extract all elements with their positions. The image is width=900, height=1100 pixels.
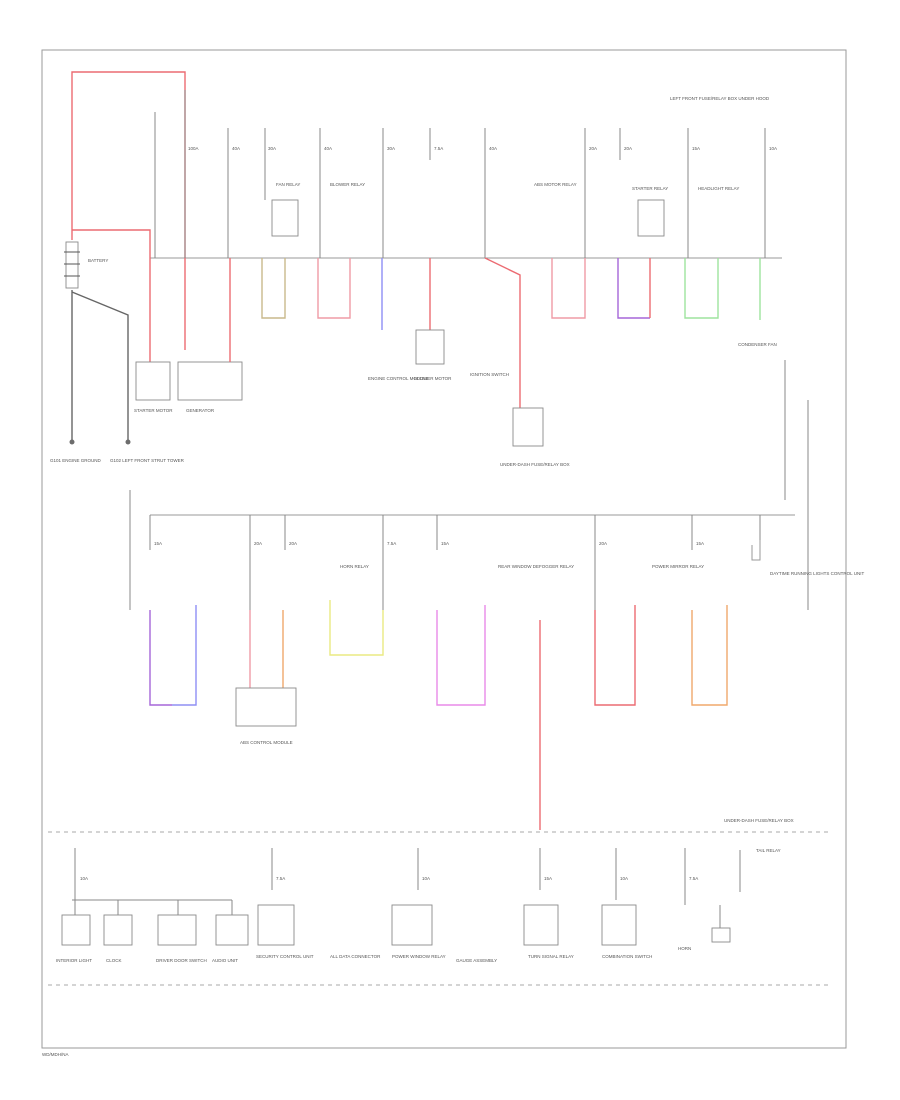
bottom-component-label: TURN SIGNAL RELAY — [528, 954, 574, 959]
bottom-component-label: ALL DATA CONNECTOR — [330, 954, 381, 959]
bottom-component-label: POWER WINDOW RELAY — [392, 954, 446, 959]
fuse-label: 7.5A — [689, 876, 698, 881]
fuse-label: 20A — [289, 541, 297, 546]
bottom-section-heading: UNDER-DASH FUSE/RELAY BOX — [724, 818, 794, 823]
green-loop-wire — [684, 258, 719, 319]
component-label: BLOWER MOTOR — [414, 376, 452, 381]
ground-g101-symbol — [69, 439, 75, 445]
fuse-label: 7.5A — [276, 876, 285, 881]
diagram-frame — [41, 49, 847, 1049]
bottom-component-label: HORN — [678, 946, 691, 951]
starter-motor-label: STARTER MOTOR — [134, 408, 173, 413]
middle-fuse-labels: 15A 20A 20A 7.5A 15A 20A 15A — [154, 541, 704, 546]
starter-motor-box — [135, 361, 171, 401]
ignition-switch-box — [512, 407, 544, 447]
red-u-wire — [594, 605, 636, 706]
fuse-label: 30A — [268, 146, 276, 151]
violet-loop-wire — [617, 258, 650, 319]
middle-fuse-drops — [129, 360, 809, 650]
bottom-component-label: TAIL RELAY — [756, 848, 781, 853]
component-label: CONDENSER FAN — [738, 342, 777, 347]
fuse-label: 20A — [254, 541, 262, 546]
bottom-component-label: CLOCK — [106, 958, 122, 963]
footer-code: WD/MDH/NA — [42, 1052, 69, 1057]
ground-g102-label: G102 LEFT FRONT STRUT TOWER — [110, 458, 185, 463]
relay-label: STARTER RELAY — [632, 186, 668, 191]
tan-loop-wire — [261, 258, 286, 319]
yellow-u-wire — [329, 600, 384, 656]
ground-cable-strut — [71, 291, 129, 440]
top-fuse-drops — [154, 90, 766, 258]
fuse-label: 30A — [387, 146, 395, 151]
middle-label: ABS CONTROL MODULE — [240, 740, 293, 745]
component-label: UNDER-DASH FUSE/RELAY BOX — [500, 462, 570, 467]
ground-g101-label: G101 ENGINE GROUND — [50, 458, 102, 463]
abs-control-module-box — [235, 687, 297, 727]
violet-u-wire — [149, 610, 172, 706]
middle-label: HORN RELAY — [340, 564, 369, 569]
fuse-label: 40A — [324, 146, 332, 151]
bottom-component-label: INTERIOR LIGHT — [56, 958, 92, 963]
middle-label: REAR WINDOW DEFOGGER RELAY — [498, 564, 574, 569]
fuse-label: 10A — [80, 876, 88, 881]
fuse-label: 15A — [441, 541, 449, 546]
fuse-label: 15A — [696, 541, 704, 546]
fuse-label: 40A — [232, 146, 240, 151]
bottom-fuse-drops — [72, 848, 741, 930]
magenta-u-wire — [436, 605, 486, 706]
relay-label: HEADLIGHT RELAY — [698, 186, 739, 191]
fuse-label: 15A — [154, 541, 162, 546]
bottom-component-label: DRIVER DOOR SWITCH — [156, 958, 207, 963]
fuse-label: 100A — [188, 146, 199, 151]
fuse-label: 20A — [589, 146, 597, 151]
middle-label: DAYTIME RUNNING LIGHTS CONTROL UNIT — [770, 571, 865, 576]
starter-cable — [72, 229, 151, 362]
fuse-label: 20A — [624, 146, 632, 151]
pink-loop-wire — [317, 258, 351, 319]
generator-box — [177, 361, 243, 401]
relay-label: FAN RELAY — [276, 182, 300, 187]
ground-g102-symbol — [125, 439, 131, 445]
bottom-component-label: COMBINATION SWITCH — [602, 954, 652, 959]
fuse-label: 7.5A — [434, 146, 443, 151]
blower-motor-box — [415, 329, 445, 365]
bottom-component-boxes — [61, 904, 731, 946]
bottom-component-label: GAUGE ASSEMBLY — [456, 958, 497, 963]
fuse-label: 7.5A — [387, 541, 396, 546]
relay-label: ABS MOTOR RELAY — [534, 182, 577, 187]
battery-label: BATTERY — [88, 258, 108, 263]
fuse-label: 15A — [692, 146, 700, 151]
battery-positive-wire — [71, 71, 186, 350]
drl-hook — [751, 540, 761, 561]
fuse-label: 10A — [769, 146, 777, 151]
relay-label: BLOWER RELAY — [330, 182, 365, 187]
fuse-label: 20A — [599, 541, 607, 546]
middle-label: POWER MIRROR RELAY — [652, 564, 704, 569]
fuse-label: 10A — [422, 876, 430, 881]
fuse-label: 15A — [544, 876, 552, 881]
top-fuse-labels: 100A 40A 30A 40A 30A 7.5A 40A 20A 20A 15… — [188, 146, 777, 151]
bottom-fuse-labels: 10A 7.5A 10A 15A 10A 7.5A — [80, 876, 698, 881]
component-label: ENGINE CONTROL MODULE — [368, 376, 429, 381]
pink-loop-wire-2 — [551, 258, 586, 319]
fan-relay-box — [271, 199, 299, 237]
orange-u-wire — [691, 605, 728, 706]
starter-relay-box — [637, 199, 665, 237]
component-label: IGNITION SWITCH — [470, 372, 509, 377]
top-section-heading: LEFT FRONT FUSE/RELAY BOX UNDER HOOD — [670, 96, 770, 101]
fuse-label: 10A — [620, 876, 628, 881]
fuse-label: 40A — [489, 146, 497, 151]
bottom-component-label: AUDIO UNIT — [212, 958, 238, 963]
bottom-component-label: SECURITY CONTROL UNIT — [256, 954, 314, 959]
ignition-feed-wire — [484, 257, 521, 410]
battery-symbol — [64, 241, 80, 289]
blue-u-wire — [172, 605, 197, 706]
generator-label: GENERATOR — [186, 408, 215, 413]
